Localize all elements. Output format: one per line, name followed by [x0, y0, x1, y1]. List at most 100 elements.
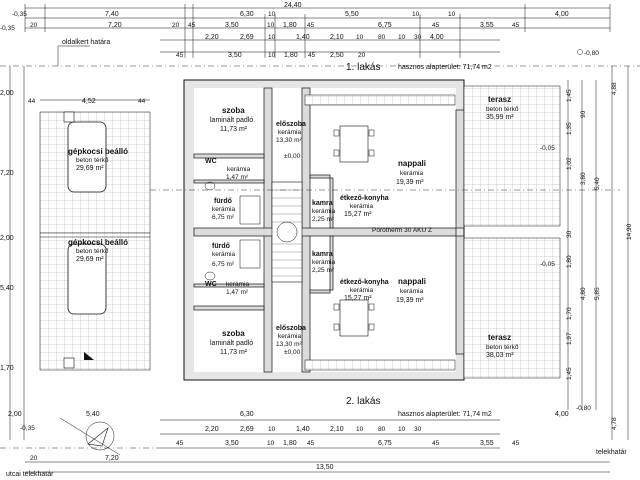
kamra2-area: 2,25 m² [312, 267, 335, 274]
street-boundary-label: utcai telekhatár [6, 471, 54, 478]
top2-1-80: 1,80 [283, 22, 297, 29]
top-dim-10c: 10 [448, 11, 456, 18]
right-elev-bottom: -0,05 [540, 261, 555, 268]
etkezo2-name: étkező-konyha [340, 279, 389, 286]
furdo1-name: fürdő [214, 198, 232, 205]
top3-30: 30 [414, 34, 422, 41]
b3-45d: 45 [512, 440, 520, 447]
b4-7-20: 7,20 [105, 455, 119, 462]
top2-7-20: 7,20 [108, 22, 122, 29]
right-dim-1-35: 1,35 [566, 122, 573, 135]
right-dimension-lines [567, 66, 629, 440]
bottom-dim-5-40: 5,40 [86, 411, 100, 418]
b4-13-50: 13,50 [316, 464, 334, 471]
left-dim-5-40: 5,40 [0, 285, 14, 292]
b2-80: 80 [378, 426, 386, 433]
top3-10: 10 [268, 34, 276, 41]
kamra1-name: kamra [312, 200, 333, 207]
top-dim-10: 10 [268, 11, 276, 18]
left-dim-2-00-top: 2,00 [0, 90, 14, 97]
szoba1-name: szoba [222, 106, 245, 115]
top-dim-10b: 10 [412, 11, 420, 18]
nappali2-name: nappali [398, 277, 426, 286]
neighbor-boundary-label: telekhatár [596, 449, 627, 456]
bathroom-fixtures [204, 181, 261, 281]
right-dim-1-80: 1,80 [566, 255, 573, 268]
szoba2-name: szoba [222, 329, 245, 338]
right-elev-mid: -0,05 [540, 145, 555, 152]
left-col-4-52: 4,52 [82, 98, 96, 105]
bottom-dim-6-30: 6,30 [240, 411, 254, 418]
furdo2-area: 6,75 m² [212, 261, 235, 268]
top4-10: 10 [268, 52, 276, 59]
top3-80: 80 [378, 34, 386, 41]
wc2-floor: kerámia [226, 281, 250, 288]
right-dim-5-85: 5,85 [594, 287, 601, 300]
b3-10: 10 [267, 440, 275, 447]
garage2-name: gépkocsi beálló [68, 238, 128, 247]
bathtub-icon [239, 195, 261, 225]
garage2-floor: beton térkő [76, 248, 109, 255]
eloszoba1-area: 13,30 m² [276, 137, 302, 144]
top-dim-5-50: 5,50 [345, 11, 359, 18]
right-dim-1-97: 1,97 [566, 332, 573, 345]
eloszoba1-floor: kerámia [278, 129, 302, 136]
top4-2-50: 2,50 [330, 52, 344, 59]
terasz1-floor: beton térkő [486, 106, 519, 113]
kamra1-floor: kerámia [312, 208, 336, 215]
left-dimension-lines [9, 66, 150, 440]
property-line-label: oldalkert határa [62, 39, 110, 46]
unit2-area-label: hasznos alapterület: 71,74 m2 [398, 411, 492, 418]
szoba1-area: 11,73 m² [220, 126, 248, 133]
wc2-area: 1,47 m² [226, 289, 249, 296]
right-dim-4-88: 4,88 [611, 82, 618, 95]
b2-10: 10 [268, 426, 276, 433]
top2-45d: 45 [512, 22, 520, 29]
eloszoba2-area: 13,30 m² [276, 341, 302, 348]
left-col-44b: 44 [138, 98, 146, 105]
top3-10c: 10 [398, 34, 406, 41]
left-dim-2-00-mid: 2,00 [0, 235, 14, 242]
wc1-name: WC [205, 158, 217, 165]
top2-3-55: 3,55 [480, 22, 494, 29]
terasz2-area: 38,03 m² [486, 352, 514, 359]
north-arrow-icon [59, 417, 121, 456]
top3-2-10: 2,10 [330, 34, 344, 41]
right-dim-4-78: 4,78 [611, 417, 618, 430]
top3-10b: 10 [356, 34, 364, 41]
carport-area [39, 111, 151, 371]
garage1-area: 29,69 m² [76, 165, 104, 172]
terrace-2 [463, 237, 561, 379]
property-line-top [0, 45, 640, 67]
wc2-name: WC [205, 281, 217, 288]
dining-table-1 [333, 125, 375, 163]
etkezo2-floor: kerámia [350, 287, 374, 294]
right-dim-5-40: 5,40 [594, 177, 601, 190]
b2-10c: 10 [398, 426, 406, 433]
right-dim-3-80: 3,80 [580, 172, 587, 185]
top2-3-50: 3,50 [225, 22, 239, 29]
car-outline-1 [67, 121, 107, 193]
top2-45: 45 [188, 22, 196, 29]
bottom-dimension-lines [0, 419, 610, 473]
unit2-title: 2. lakás [346, 396, 380, 407]
elevation-marker-icon [577, 49, 583, 55]
nappali2-floor: kerámia [400, 288, 424, 295]
b3-6-75: 6,75 [378, 440, 392, 447]
kamra2-name: kamra [312, 251, 333, 258]
top4-1-80: 1,80 [284, 52, 298, 59]
top4-45: 45 [176, 52, 184, 59]
etkezo2-area: 15,27 m² [344, 295, 372, 302]
terasz2-name: terasz [488, 333, 511, 342]
furdo1-floor: kerámia [212, 206, 236, 213]
eloszoba2-name: előszoba [276, 325, 306, 332]
partition-label: Porotherm 30 AKU Z [372, 227, 432, 234]
garage2-area: 29,69 m² [76, 256, 104, 263]
top-dim-7-40: 7,40 [105, 11, 119, 18]
top-elev-left: -0,35 [12, 11, 27, 18]
elev-zero-2: ±0,00 [284, 349, 301, 356]
nappali1-floor: kerámia [400, 170, 424, 177]
b2-2-69: 2,69 [240, 426, 254, 433]
left-elev-bottom: -0,35 [20, 425, 35, 432]
